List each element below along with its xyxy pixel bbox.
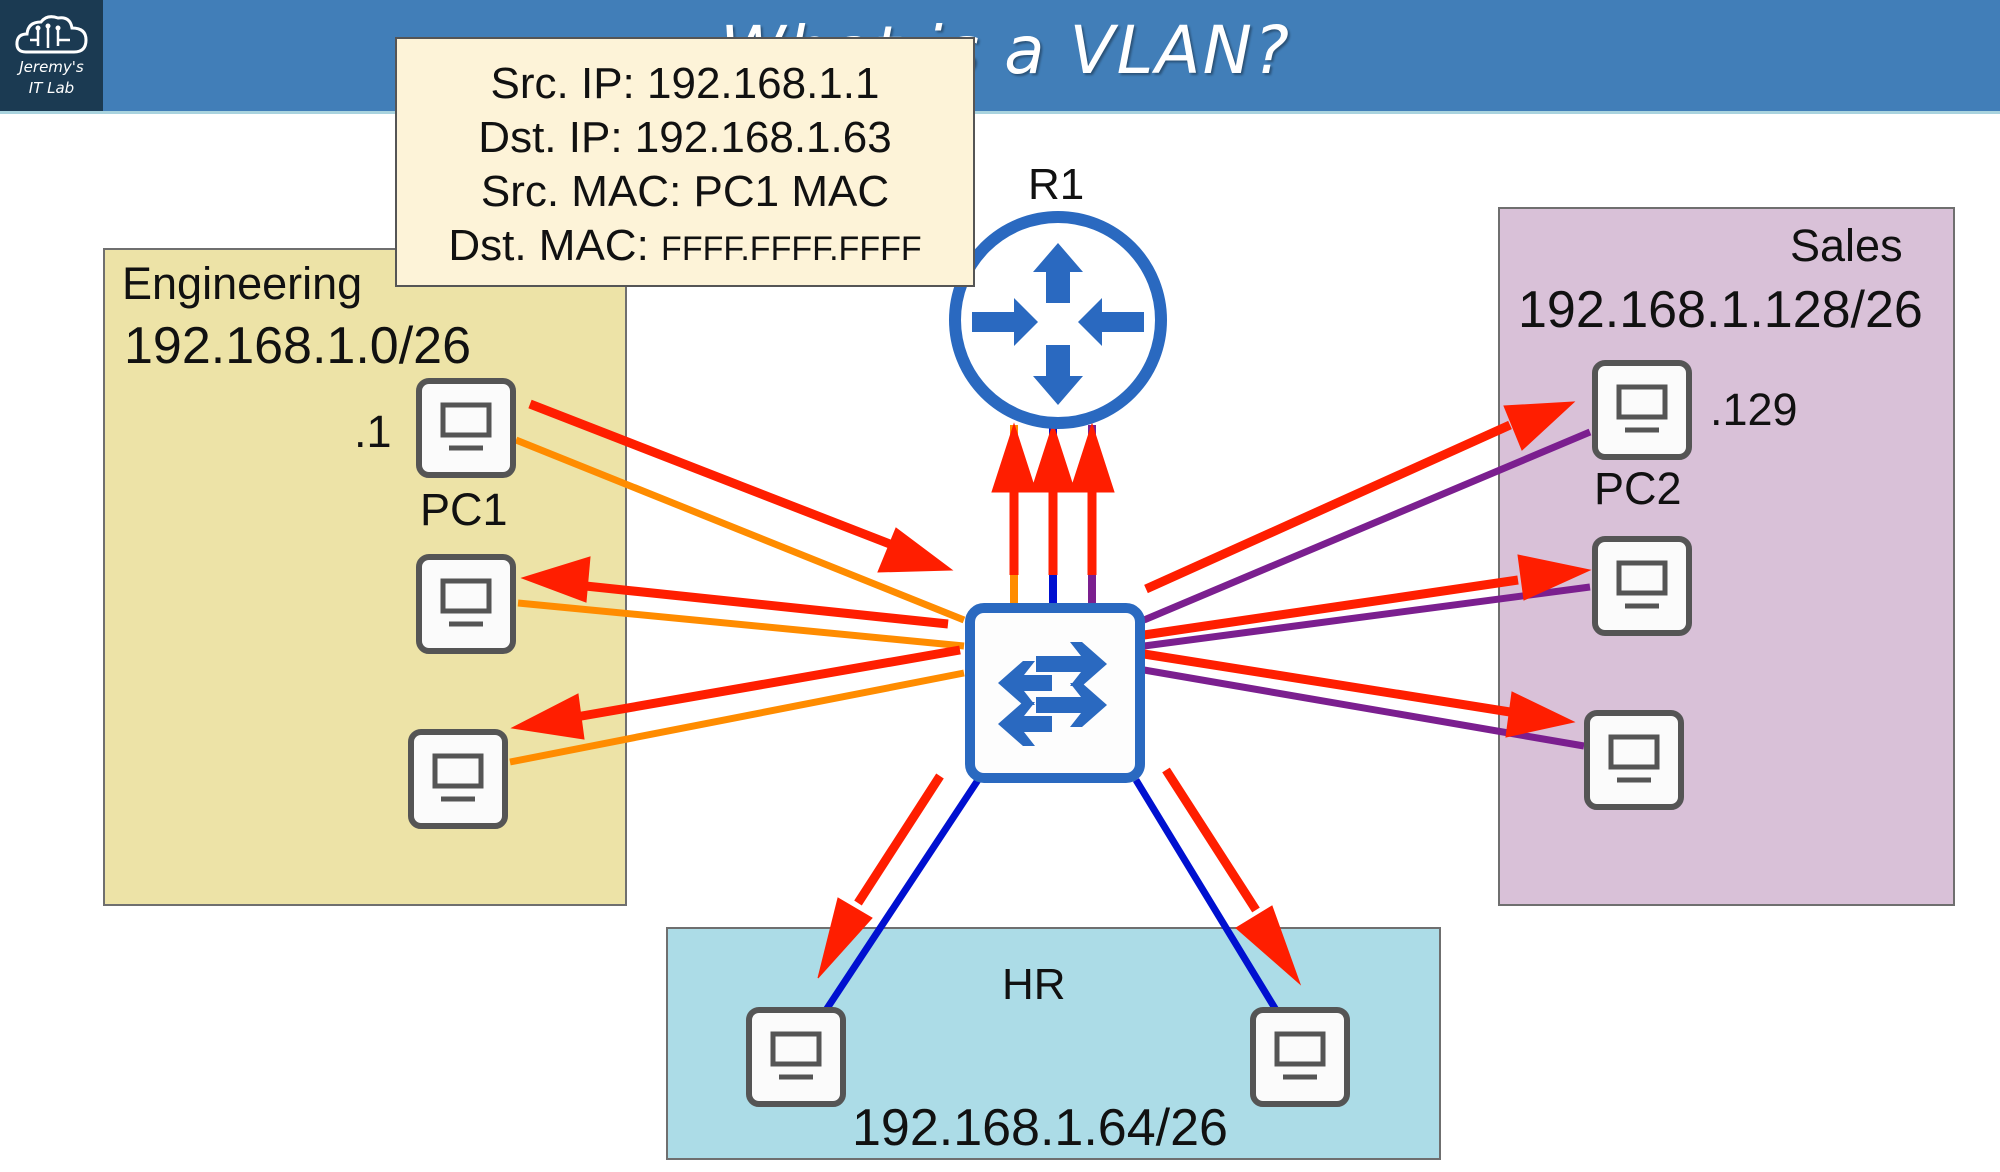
src-mac-line: Src. MAC: PC1 MAC <box>397 165 973 219</box>
arrow-switch-to-eng-pc3 <box>510 645 961 740</box>
sales-pc2-icon[interactable] <box>1595 539 1689 633</box>
arrow-switch-to-router <box>991 422 1115 575</box>
sales-group-name: Sales <box>1790 220 1903 271</box>
src-ip-line: Src. IP: 192.168.1.1 <box>397 57 973 111</box>
dst-ip-line: Dst. IP: 192.168.1.63 <box>397 111 973 165</box>
src-mac-label: Src. MAC: <box>480 167 682 216</box>
dst-mac-line: Dst. MAC: FFFF.FFFF.FFFF <box>397 219 973 276</box>
cloud-circuit-icon <box>15 15 88 54</box>
dst-mac-label: Dst. MAC: <box>448 221 649 270</box>
hr-pc1-icon[interactable] <box>749 1010 843 1104</box>
engineering-subnet: 192.168.1.0/26 <box>124 317 471 375</box>
logo: Jeremy's IT Lab <box>0 0 103 111</box>
pc2-name: PC2 <box>1594 463 1682 514</box>
arrow-switch-to-hr-pc1 <box>817 773 944 979</box>
dst-ip-value: 192.168.1.63 <box>634 113 892 162</box>
link-switch-hr-pc1 <box>823 778 981 1012</box>
pc2-ip-suffix: .129 <box>1710 384 1798 435</box>
logo-text-line2: IT Lab <box>28 79 75 97</box>
src-ip-label: Src. IP: <box>490 59 635 108</box>
pc1-ip-suffix: .1 <box>354 406 392 457</box>
hr-pc2-icon[interactable] <box>1253 1010 1347 1104</box>
switch-icon[interactable] <box>965 603 1145 783</box>
sales-pc3-icon[interactable] <box>1587 713 1681 807</box>
src-ip-value: 192.168.1.1 <box>647 59 880 108</box>
engineering-pc3-icon[interactable] <box>411 732 505 826</box>
router-icon[interactable] <box>949 211 1167 429</box>
arrow-switch-to-sales-pc3 <box>1143 649 1576 738</box>
pc2-icon[interactable] <box>1595 363 1689 457</box>
engineering-group-name: Engineering <box>122 258 363 309</box>
arrow-switch-to-pc2 <box>1144 401 1576 594</box>
pc1-name: PC1 <box>420 484 508 535</box>
engineering-pc2-icon[interactable] <box>419 557 513 651</box>
arrow-switch-to-sales-pc2 <box>1143 554 1592 640</box>
link-switch-eng-pc2 <box>517 599 965 650</box>
broadcast-arrows <box>510 399 1592 986</box>
logo-text-line1: Jeremy's <box>19 58 84 76</box>
hr-links <box>823 778 1279 1012</box>
router-name: R1 <box>1028 160 1085 209</box>
arrow-pc1-to-switch <box>528 399 954 573</box>
arrow-switch-to-hr-pc2 <box>1162 767 1302 986</box>
dst-ip-label: Dst. IP: <box>478 113 623 162</box>
src-mac-value: PC1 MAC <box>693 167 890 216</box>
sales-subnet: 192.168.1.128/26 <box>1518 281 1923 339</box>
pc1-icon[interactable] <box>419 381 513 475</box>
hr-group-name: HR <box>1002 960 1066 1009</box>
link-switch-sales-pc2 <box>1143 583 1591 650</box>
packet-info-callout: Src. IP: 192.168.1.1 Dst. IP: 192.168.1.… <box>395 37 975 287</box>
dst-mac-value: FFFF.FFFF.FFFF <box>661 230 922 268</box>
engineering-links <box>509 436 966 766</box>
arrow-switch-to-eng-pc2 <box>520 556 949 629</box>
link-switch-hr-pc2 <box>1133 778 1279 1012</box>
link-switch-pc1 <box>514 436 966 624</box>
sales-vlan-group <box>1498 207 1955 906</box>
hr-subnet: 192.168.1.64/26 <box>852 1099 1228 1157</box>
slide-header <box>0 0 2000 114</box>
link-switch-eng-pc3 <box>509 669 965 766</box>
link-switch-pc2 <box>1142 428 1592 624</box>
